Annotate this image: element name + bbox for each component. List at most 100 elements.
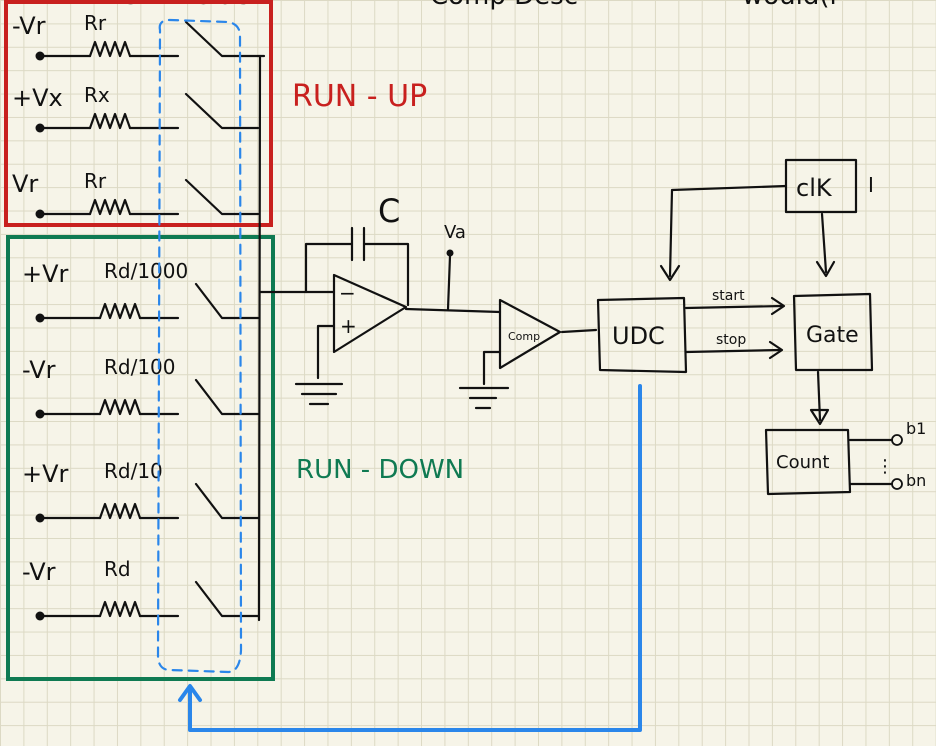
run-down-branch: -Vr Rd <box>22 557 260 621</box>
run-down-box <box>6 235 275 681</box>
run-down-resistor-icon <box>98 600 142 618</box>
run-down-resistor-label: Rd <box>104 557 131 581</box>
comparator-to-udc-wire <box>560 328 598 334</box>
switch-control-feedback-line <box>188 384 642 732</box>
opamp-minus: − <box>339 281 356 305</box>
bit-first-terminal <box>891 434 903 446</box>
summing-bus <box>257 54 262 622</box>
run-up-switch-icon <box>184 20 260 58</box>
run-down-switch-icon <box>194 482 260 520</box>
run-up-resistor-label: Rx <box>84 83 110 107</box>
run-up-label: RUN - UP <box>292 79 427 114</box>
run-up-branch: -Vr Rr <box>12 11 260 61</box>
capacitor-label: C <box>378 192 400 230</box>
run-up-resistor-label: Rr <box>84 11 107 35</box>
run-down-source-label: -Vr <box>22 558 56 586</box>
clock-box <box>784 158 858 214</box>
counter-block: Count b1 ⋮ bn <box>764 419 926 496</box>
top-text-right: would(i <box>742 0 837 11</box>
run-up-resistor-icon <box>88 40 132 58</box>
run-down-branch: +Vr Rd/10 <box>22 459 260 523</box>
capacitor-icon <box>350 226 366 262</box>
stop-wire <box>684 348 782 354</box>
gate-block: Gate <box>792 292 874 426</box>
run-up-source-label: Vr <box>12 170 38 198</box>
run-up-source-label: -Vr <box>12 12 46 40</box>
run-down-resistor-icon <box>98 502 142 520</box>
va-node <box>446 249 454 257</box>
comparator-ground-icon <box>458 386 510 410</box>
clock-block: clK I <box>659 158 874 282</box>
bit-last-label: bn <box>906 471 926 490</box>
run-up-branch: Vr Rr <box>12 169 260 219</box>
top-text-left: C ∝ inside <box>120 0 250 11</box>
bit-ellipsis: ⋮ <box>876 456 894 477</box>
run-up-input-terminal <box>35 123 45 133</box>
noninverting-wire <box>316 324 336 380</box>
va-label: Va <box>444 222 466 243</box>
run-down-input-terminal <box>35 513 45 523</box>
integrator-ground-icon <box>294 382 344 406</box>
top-heading: C ∝ inside Comp Desc would(i <box>120 0 837 11</box>
switch-control-enclosure <box>156 18 243 674</box>
top-text-middle: Comp Desc <box>430 0 578 11</box>
run-down-input-terminal <box>35 313 45 323</box>
run-down-source-label: +Vr <box>22 460 69 488</box>
run-up-resistor-icon <box>88 112 132 130</box>
run-down-source-label: +Vr <box>22 260 69 288</box>
clock-label: clK <box>796 174 833 202</box>
run-up-switch-icon <box>184 92 260 130</box>
run-down-branch: -Vr Rd/100 <box>22 355 260 419</box>
udc-block: UDC <box>596 296 688 374</box>
integrator-output-wire <box>404 307 502 314</box>
clock-note: I <box>868 173 874 197</box>
gate-box <box>792 292 874 372</box>
bit-last-terminal <box>891 478 903 490</box>
run-down-branch: +Vr Rd/1000 <box>22 259 260 323</box>
bit-first-label: b1 <box>906 419 926 438</box>
opamp-plus: + <box>340 314 357 338</box>
comparator-label: Comp <box>508 330 540 343</box>
run-up-box <box>4 0 273 227</box>
opamp-triangle <box>332 273 408 354</box>
run-down-resistor-icon <box>98 398 142 416</box>
comparator: Comp <box>458 298 598 410</box>
run-down-source-label: -Vr <box>22 356 56 384</box>
run-down-switch-icon <box>194 282 260 320</box>
run-down-resistor-label: Rd/100 <box>104 355 176 379</box>
counter-box <box>764 428 852 496</box>
control-signals: start stop <box>684 288 786 360</box>
start-label: start <box>712 288 745 304</box>
run-up-input-terminal <box>35 51 45 61</box>
gate-to-counter-arrow <box>809 408 830 426</box>
switch-control-feedback-arrow <box>178 684 202 702</box>
run-down-label: RUN - DOWN <box>296 455 464 485</box>
run-down-switch-icon <box>194 378 260 416</box>
gate-label: Gate <box>806 323 859 348</box>
comparator-ref-wire <box>482 350 502 386</box>
udc-label: UDC <box>612 322 665 350</box>
clock-to-udc-arrow <box>659 264 681 282</box>
clock-to-udc-wire <box>668 184 788 278</box>
run-up-input-terminal <box>35 209 45 219</box>
run-down-resistor-label: Rd/1000 <box>104 259 188 283</box>
start-arrow <box>770 296 786 316</box>
run-down-input-terminal <box>35 611 45 621</box>
run-up-resistor-icon <box>88 198 132 216</box>
start-wire <box>684 304 784 310</box>
run-up-switch-icon <box>184 178 260 216</box>
run-up-branch: +Vx Rx <box>12 83 260 133</box>
run-up-resistor-label: Rr <box>84 169 107 193</box>
va-probe <box>446 254 452 311</box>
gate-to-counter-wire <box>816 370 822 422</box>
stop-arrow <box>768 340 784 360</box>
run-up-source-label: +Vx <box>12 84 63 112</box>
udc-box <box>596 296 688 374</box>
clock-to-gate-wire <box>820 212 828 274</box>
clock-to-gate-arrow <box>815 260 836 278</box>
comparator-triangle <box>498 298 562 370</box>
run-down-switch-icon <box>194 580 260 618</box>
run-down-resistor-label: Rd/10 <box>104 459 163 483</box>
